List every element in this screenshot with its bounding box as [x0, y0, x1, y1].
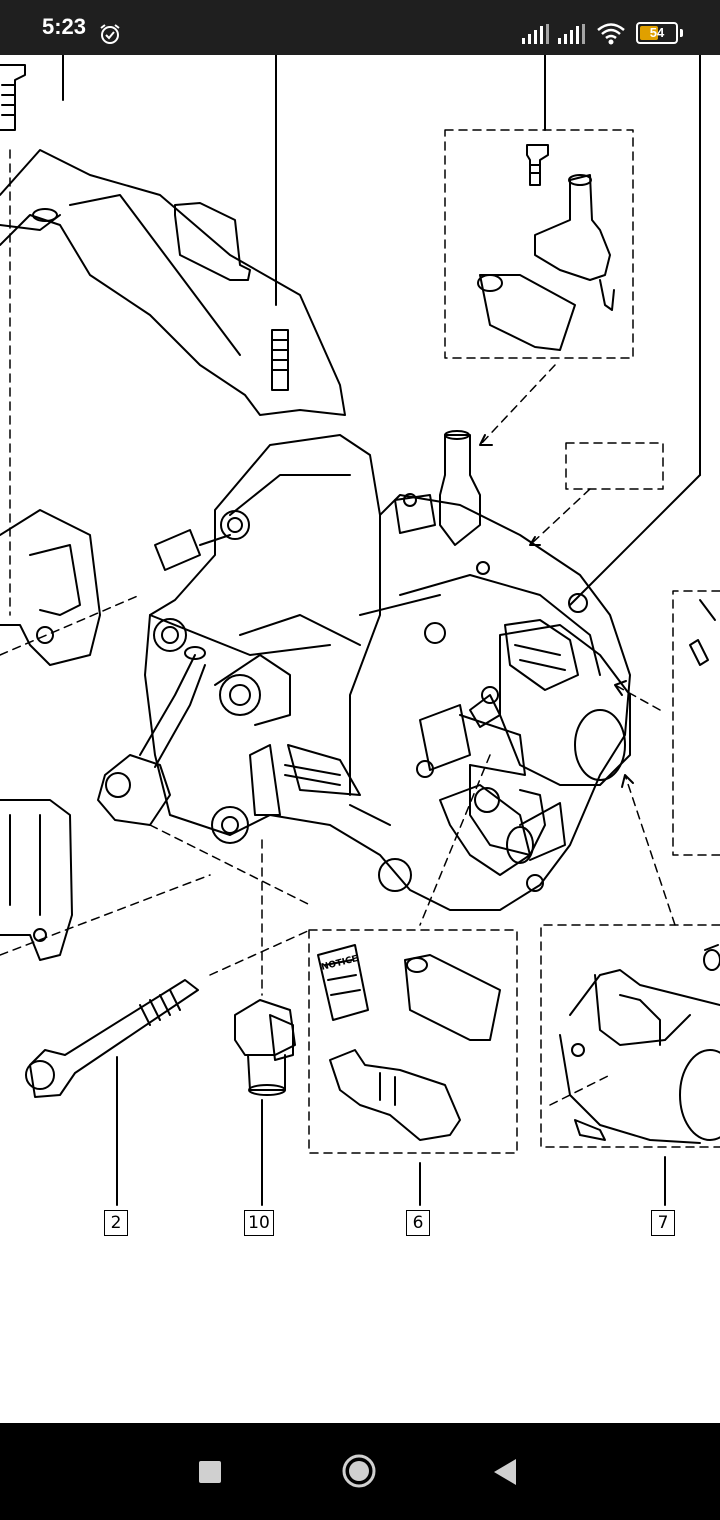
battery-level-text: 54: [649, 25, 665, 40]
kit-7-frame: [540, 924, 720, 1206]
callout-label: 10: [244, 1210, 274, 1236]
upper-bracket-plate: [0, 54, 346, 416]
signal-icon: [558, 24, 586, 49]
temperature-sensor: [234, 839, 296, 1206]
injection-pump-body: [97, 430, 676, 926]
callout-label: 7: [651, 1210, 675, 1236]
callout-label: 2: [104, 1210, 128, 1236]
left-mount-bracket: [0, 509, 211, 961]
battery-icon: 54: [636, 22, 678, 44]
back-icon[interactable]: [494, 1459, 518, 1490]
top-left-bolt: [0, 54, 64, 616]
recent-apps-icon[interactable]: [199, 1461, 221, 1488]
right-partial-kit-frame: [672, 590, 720, 856]
battery-level-fill: [640, 26, 658, 40]
long-bolt: [25, 929, 311, 1206]
home-icon[interactable]: [341, 1453, 377, 1494]
battery-nub: [680, 29, 683, 37]
booklet-label: NOTICE: [320, 954, 359, 973]
navigation-bar: [0, 1423, 720, 1520]
diagram-line-art: NOTICE: [0, 54, 720, 1206]
signal-icon: [522, 24, 550, 49]
kit-6-frame: [308, 929, 518, 1206]
status-time: 5:23: [42, 14, 87, 39]
wifi-icon: [596, 22, 626, 51]
status-bar: 5:23: [0, 0, 720, 55]
alarm-icon: [98, 22, 122, 51]
exploded-parts-diagram: NOTICE 2 10 6 7: [0, 54, 720, 1423]
sensor-kit-frame: [444, 54, 701, 606]
callout-label: 6: [406, 1210, 430, 1236]
